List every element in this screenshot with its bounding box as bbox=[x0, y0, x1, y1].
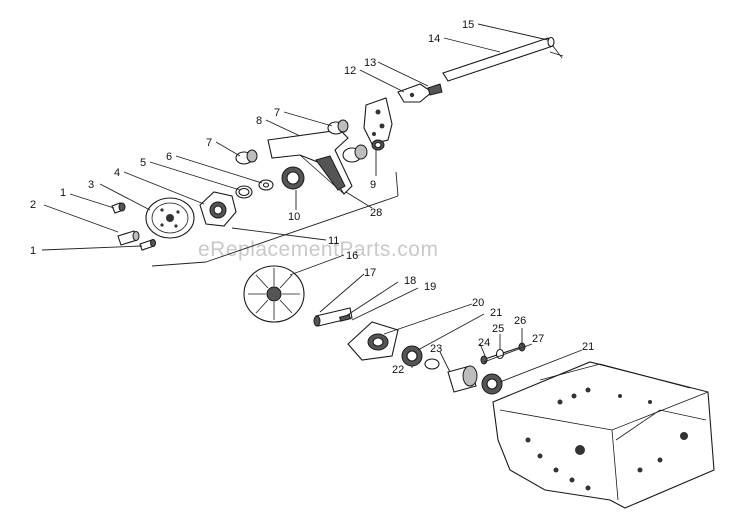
part-pulley bbox=[145, 197, 195, 239]
callout-3: 3 bbox=[88, 179, 94, 191]
callout-labels: 15 14 13 12 7 8 7 6 5 4 3 2 1 1 9 10 28 … bbox=[30, 19, 594, 376]
part-collar bbox=[371, 139, 385, 151]
callout-7: 7 bbox=[274, 107, 280, 119]
callout-28: 28 bbox=[370, 207, 382, 219]
part-rod bbox=[442, 36, 564, 82]
callout-11: 11 bbox=[328, 235, 339, 247]
callout-21: 21 bbox=[490, 307, 502, 319]
part-lever-arm bbox=[267, 129, 353, 195]
callout-2: 2 bbox=[30, 199, 36, 211]
part-hub bbox=[199, 191, 237, 227]
callout-1: 1 bbox=[60, 187, 66, 199]
callout-26: 26 bbox=[514, 315, 526, 327]
part-bearing-housing bbox=[347, 321, 399, 361]
part-impeller bbox=[243, 265, 305, 323]
callout-17: 17 bbox=[364, 267, 376, 279]
callout-24: 24 bbox=[478, 337, 490, 349]
part-shaft bbox=[313, 307, 353, 327]
callout-20: 20 bbox=[472, 297, 484, 309]
part-screw-lower bbox=[139, 239, 156, 251]
watermark: eReplacementParts.com bbox=[198, 238, 438, 261]
part-bearing-right bbox=[481, 373, 503, 395]
part-bearing-lower bbox=[401, 345, 423, 367]
callout-18: 18 bbox=[404, 275, 416, 287]
callout-5: 5 bbox=[140, 157, 146, 169]
callout-13: 13 bbox=[364, 57, 376, 69]
part-bushing-left bbox=[235, 149, 258, 165]
callout-9: 9 bbox=[370, 179, 376, 191]
callout-15: 15 bbox=[462, 19, 474, 31]
callout-22: 22 bbox=[392, 364, 404, 376]
part-frame bbox=[492, 361, 715, 509]
callout-12: 12 bbox=[344, 65, 356, 77]
part-small-bracket bbox=[397, 83, 443, 103]
part-bushing-mid bbox=[342, 144, 368, 163]
part-side-plate bbox=[363, 97, 393, 145]
leader-lines bbox=[41, 23, 583, 383]
part-bearing-upper bbox=[281, 166, 305, 190]
part-spacer-tube bbox=[424, 358, 478, 393]
part-screw-upper bbox=[111, 202, 126, 214]
callout-4: 4 bbox=[114, 167, 120, 179]
part-spacer bbox=[117, 230, 140, 246]
part-bolt bbox=[480, 342, 526, 365]
part-key bbox=[339, 314, 351, 322]
callout-14: 14 bbox=[428, 33, 440, 45]
callout-23: 23 bbox=[430, 343, 442, 355]
part-bushing-upper bbox=[327, 119, 349, 135]
callout-25: 25 bbox=[492, 323, 504, 335]
part-ring bbox=[235, 185, 253, 199]
callout-6: 6 bbox=[166, 151, 172, 163]
part-washer bbox=[258, 179, 274, 191]
callout-27: 27 bbox=[532, 333, 544, 345]
callout-19: 19 bbox=[424, 281, 436, 293]
callout-7: 7 bbox=[206, 137, 212, 149]
callout-8: 8 bbox=[256, 115, 262, 127]
callout-1: 1 bbox=[30, 245, 36, 257]
callout-21: 21 bbox=[582, 341, 594, 353]
callout-10: 10 bbox=[288, 211, 300, 223]
callout-16: 16 bbox=[346, 250, 358, 262]
